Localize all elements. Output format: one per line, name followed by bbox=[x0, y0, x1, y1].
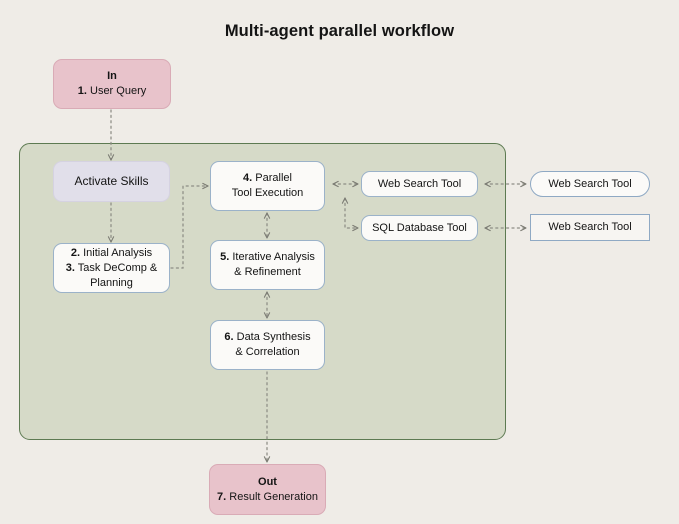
node-initial-analysis-text: Initial Analysis bbox=[83, 246, 153, 259]
node-parallel-text-1: Parallel bbox=[255, 172, 292, 184]
node-parallel-line-1: 4. Parallel bbox=[243, 171, 292, 186]
node-synthesis-line-1: 6. Data Synthesis bbox=[224, 330, 310, 345]
node-iterative-analysis-refinement[interactable]: 5. Iterative Analysis & Refinement bbox=[210, 240, 325, 290]
node-web-search-tool-outer-top-label: Web Search Tool bbox=[548, 177, 632, 190]
node-input-user-query[interactable]: In 1. User Query bbox=[53, 59, 171, 109]
node-web-search-tool-outer-bottom-label: Web Search Tool bbox=[548, 221, 632, 233]
node-iterative-line-1: 5. Iterative Analysis bbox=[220, 250, 315, 265]
node-sql-database-tool-label: SQL Database Tool bbox=[372, 221, 467, 234]
node-activate-skills-label: Activate Skills bbox=[74, 174, 149, 188]
node-synthesis-text-1: Data Synthesis bbox=[236, 331, 311, 343]
node-output-result-generation[interactable]: Out 7. Result Generation bbox=[209, 464, 326, 515]
node-input-header: In bbox=[107, 70, 117, 82]
node-initial-analysis-step: 2. bbox=[70, 246, 81, 259]
node-input-step: 1. bbox=[77, 85, 87, 97]
node-input-text: User Query bbox=[90, 85, 147, 97]
node-parallel-step: 4. bbox=[243, 172, 253, 184]
page-title: Multi-agent parallel workflow bbox=[224, 22, 455, 40]
node-initial-analysis-task-decomp[interactable]: 2. Initial Analysis 3. Task DeComp & Pla… bbox=[53, 243, 170, 293]
node-web-search-tool-outer-top[interactable]: Web Search Tool bbox=[530, 171, 650, 197]
node-web-search-tool-inner-label: Web Search Tool bbox=[377, 177, 462, 190]
node-data-synthesis-correlation[interactable]: 6. Data Synthesis & Correlation bbox=[210, 320, 325, 370]
node-output-header: Out bbox=[258, 475, 277, 488]
node-sql-database-tool[interactable]: SQL Database Tool bbox=[361, 215, 478, 241]
node-output-step: 7. bbox=[217, 490, 227, 503]
node-task-decomp-line: 3. Task DeComp & Planning bbox=[60, 261, 163, 291]
node-synthesis-step: 6. bbox=[224, 331, 234, 343]
node-output-text: Result Generation bbox=[229, 490, 318, 503]
node-iterative-text-1: Iterative Analysis bbox=[232, 251, 315, 263]
node-web-search-tool-outer-bottom[interactable]: Web Search Tool bbox=[530, 214, 650, 241]
node-parallel-tool-execution[interactable]: 4. Parallel Tool Execution bbox=[210, 161, 325, 211]
node-iterative-text-2: & Refinement bbox=[234, 266, 301, 278]
node-task-decomp-step: 3. bbox=[65, 261, 75, 274]
node-initial-analysis-line: 2. Initial Analysis bbox=[71, 246, 152, 261]
node-synthesis-text-2: & Correlation bbox=[235, 346, 300, 358]
node-web-search-tool-inner[interactable]: Web Search Tool bbox=[361, 171, 478, 197]
node-iterative-step: 5. bbox=[220, 251, 230, 263]
node-task-decomp-text: Task DeComp & Planning bbox=[77, 261, 158, 289]
node-input-label: 1. User Query bbox=[78, 84, 147, 99]
node-output-label: 7. Result Generation bbox=[217, 490, 318, 505]
node-parallel-text-2: Tool Execution bbox=[231, 187, 304, 199]
node-activate-skills[interactable]: Activate Skills bbox=[53, 161, 170, 202]
